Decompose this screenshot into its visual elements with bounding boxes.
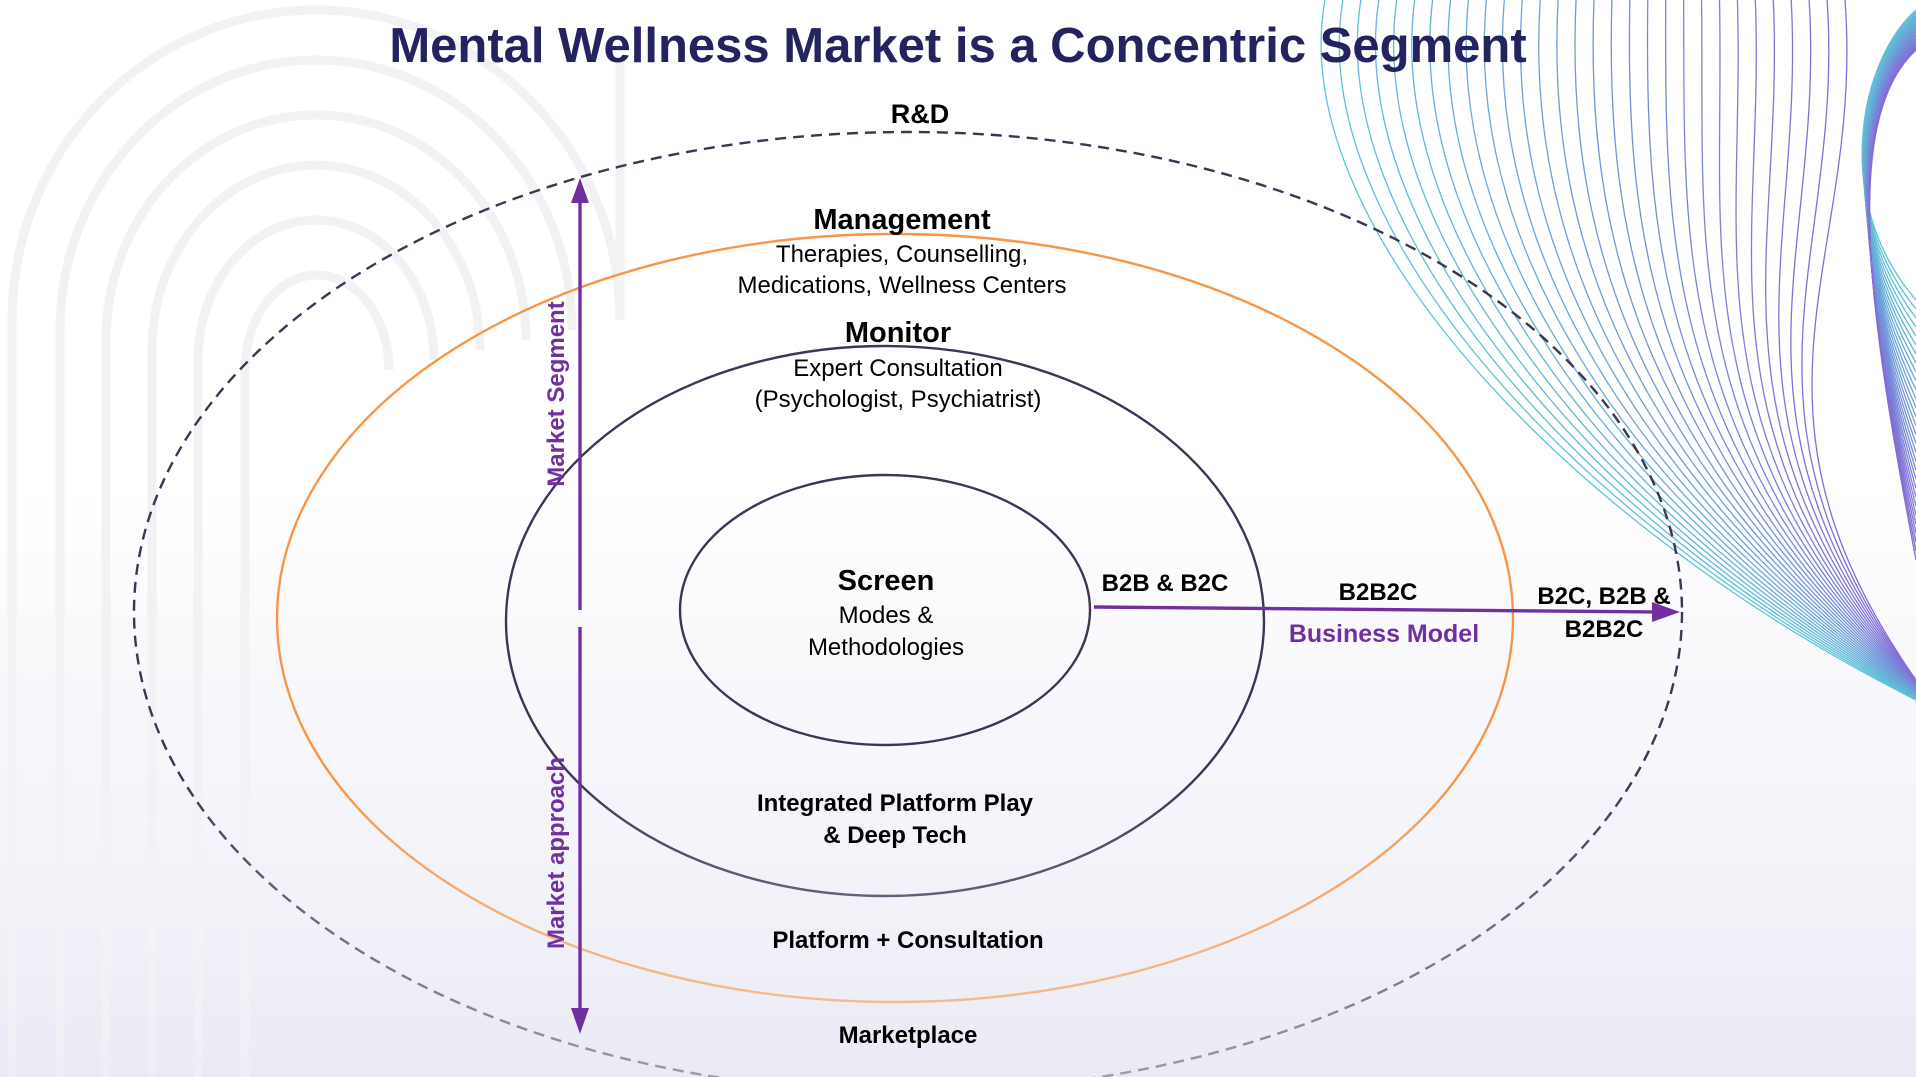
management-bottom-label: Platform + Consultation	[772, 927, 1043, 954]
screen-line-1: Modes &	[839, 602, 934, 629]
arch-3	[101, 110, 531, 1077]
business-model-label: Business Model	[1289, 620, 1479, 648]
monitor-bottom-line-2: & Deep Tech	[823, 822, 967, 849]
market-segment-label: Market Segment	[543, 301, 570, 486]
screen-line-2: Methodologies	[808, 634, 964, 661]
arch-4	[147, 160, 485, 1077]
background-waves-decoration	[1320, 0, 1916, 701]
arch-5	[193, 215, 439, 1077]
wave-line	[1811, 0, 1916, 681]
lower-fade-overlay	[0, 780, 1916, 1077]
market-approach-arrowhead-icon	[571, 1008, 589, 1034]
wave-line	[1735, 0, 1916, 685]
business-model-stop-3-line-1: B2C, B2B &	[1537, 583, 1670, 610]
background-arches-decoration	[7, 5, 625, 1077]
screen-title: Screen	[838, 565, 935, 597]
business-model-stop-2: B2B2C	[1339, 579, 1418, 606]
arch-1	[7, 5, 625, 1077]
wave-line	[1465, 0, 1916, 696]
screen-ring	[678, 473, 1092, 747]
monitor-line-2: (Psychologist, Psychiatrist)	[755, 386, 1042, 413]
management-line-2: Medications, Wellness Centers	[737, 272, 1066, 299]
business-model-stop-3-line-2: B2B2C	[1565, 616, 1644, 643]
market-approach-label: Market approach	[543, 757, 570, 949]
monitor-title: Monitor	[845, 317, 951, 349]
outer-ring-rnd	[133, 130, 1683, 1077]
management-line-1: Therapies, Counselling,	[776, 241, 1028, 268]
monitor-line-1: Expert Consultation	[793, 355, 1002, 382]
arch-2	[55, 55, 577, 1077]
business-model-arrowhead-icon	[1652, 602, 1680, 622]
business-model-arrow	[1093, 605, 1657, 614]
monitor-bottom-line-1: Integrated Platform Play	[757, 790, 1034, 817]
arch-6	[240, 270, 394, 1077]
slide-title: Mental Wellness Market is a Concentric S…	[389, 19, 1526, 73]
management-title: Management	[813, 204, 991, 236]
business-model-stop-1: B2B & B2C	[1102, 570, 1229, 597]
marketplace-label: Marketplace	[839, 1022, 978, 1049]
market-segment-arrowhead-icon	[571, 178, 589, 203]
rnd-label: R&D	[891, 99, 950, 129]
